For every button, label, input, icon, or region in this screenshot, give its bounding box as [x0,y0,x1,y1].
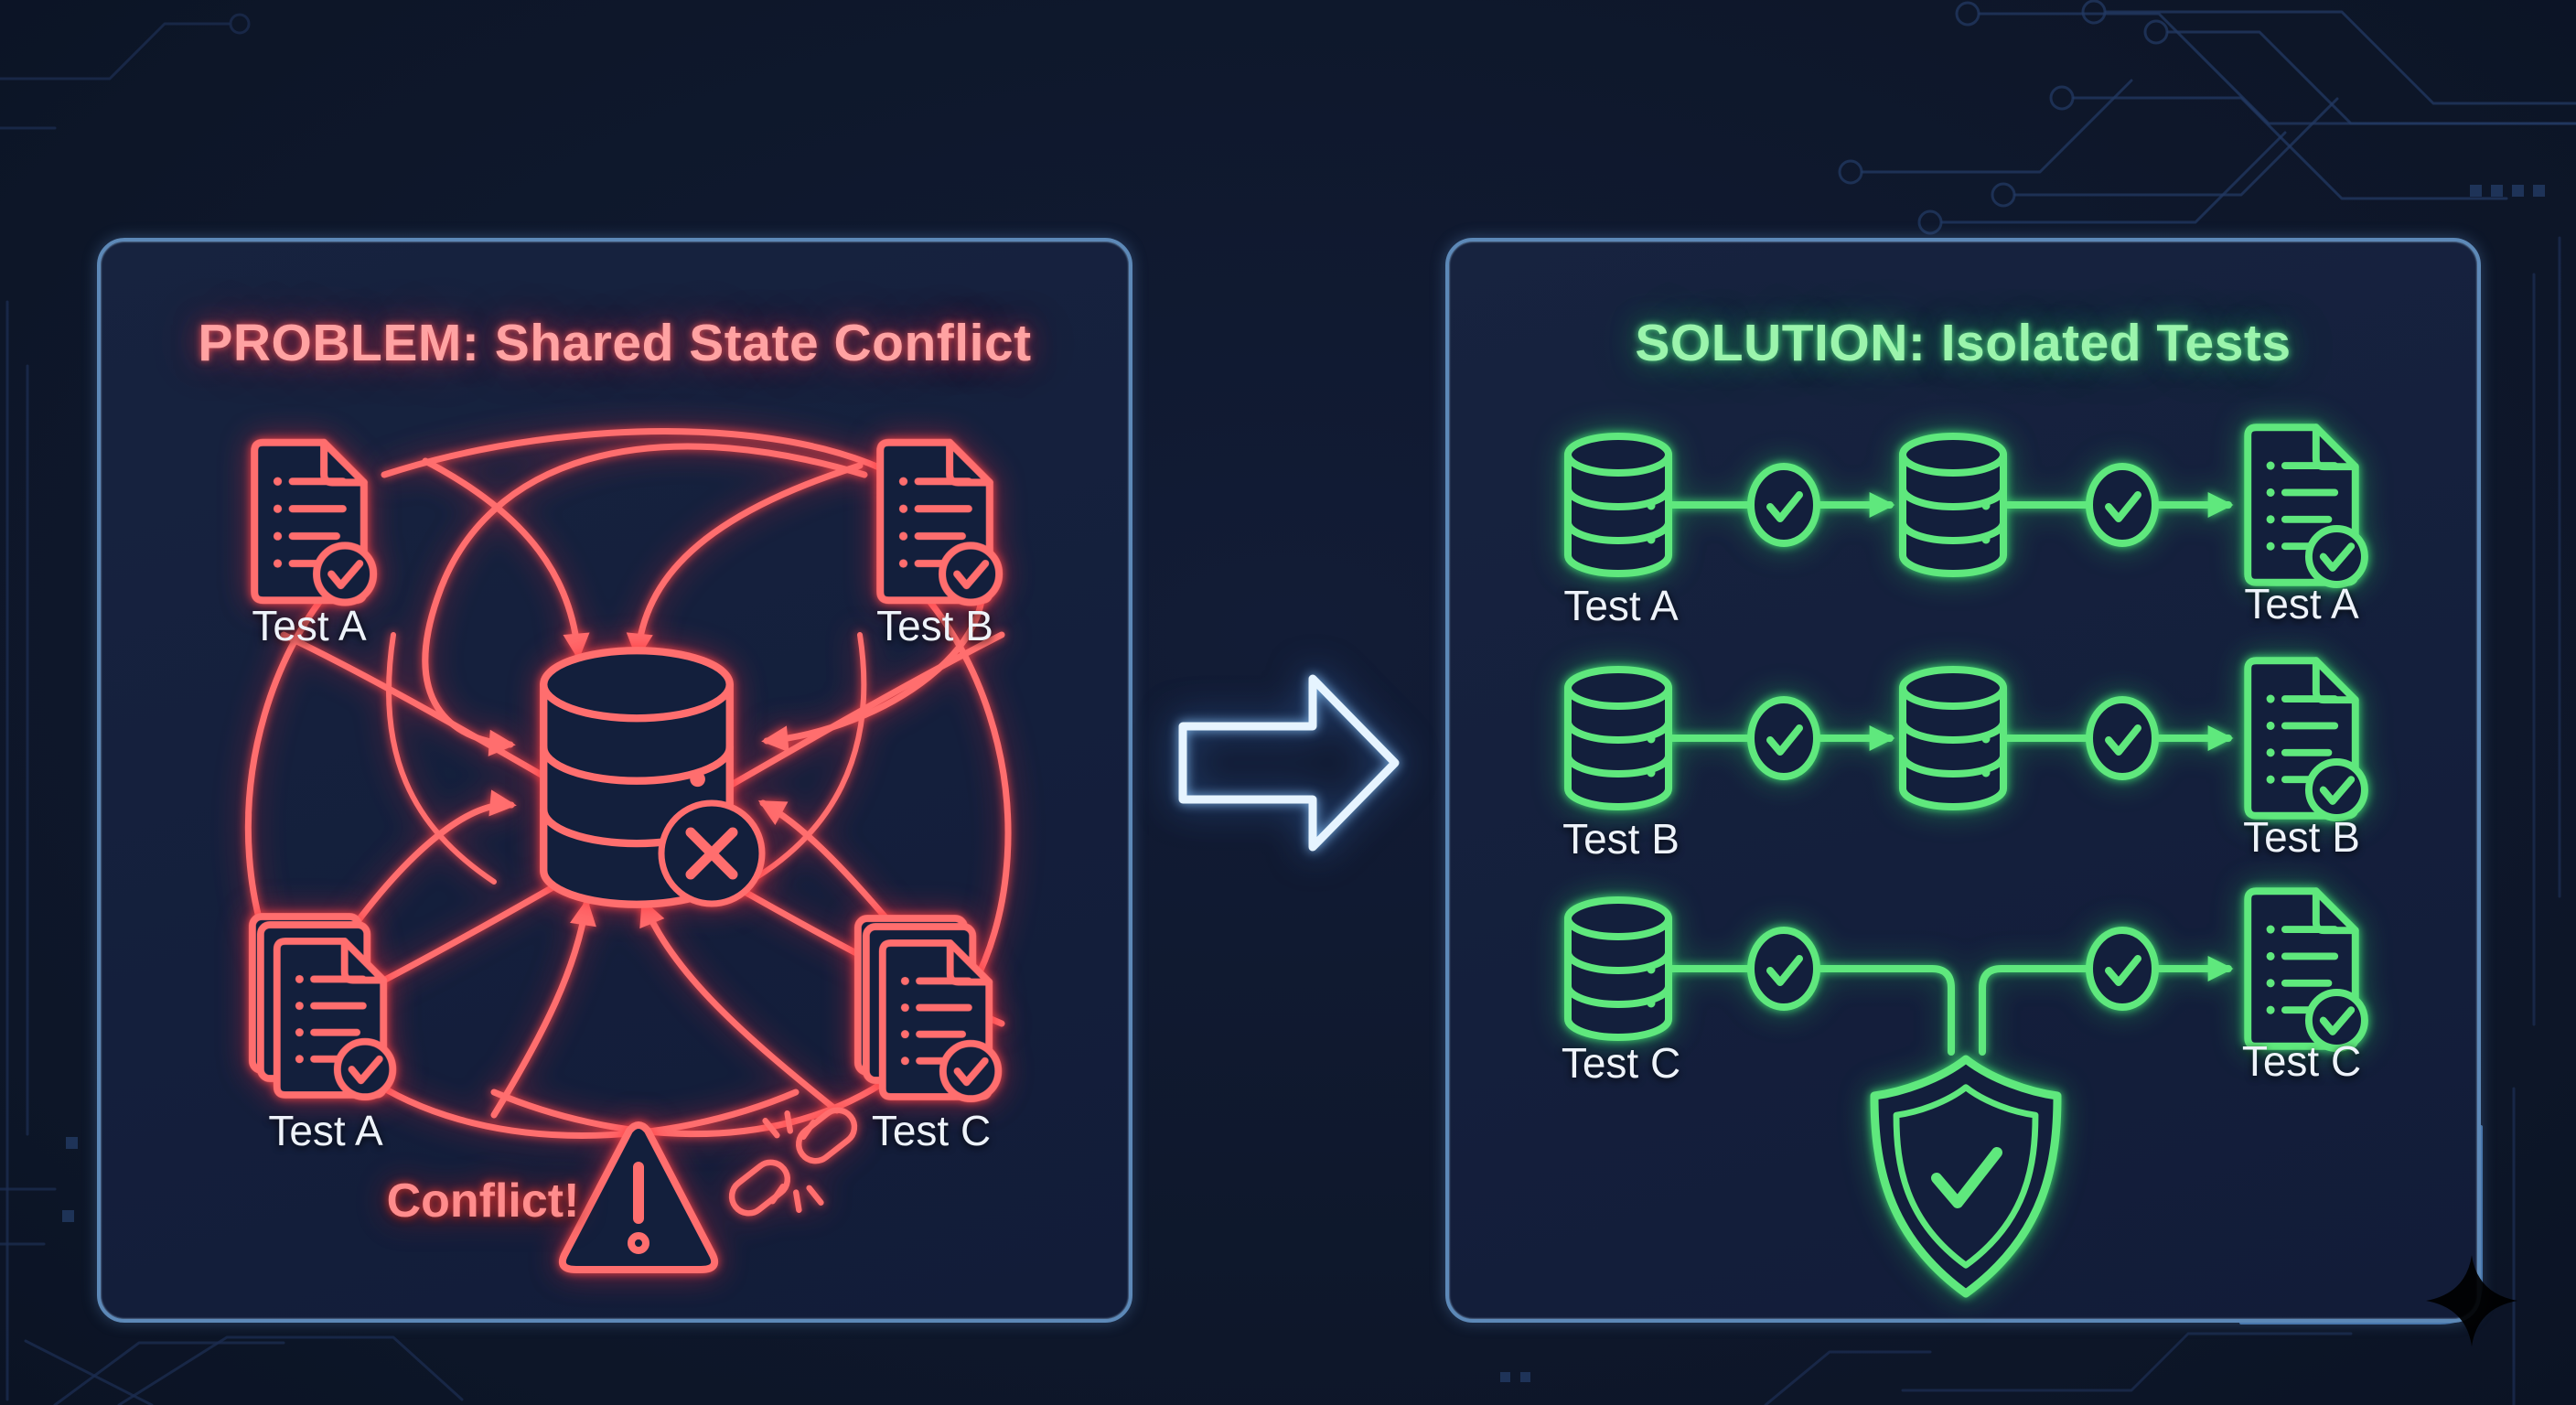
document-checklist-icon [2248,660,2365,818]
error-x-icon [661,803,762,904]
arrow-right-icon [1178,674,1400,852]
warning-triangle-icon [563,1125,714,1270]
shield-check-icon [1874,1059,2057,1293]
test-node-label: Test B [2243,813,2360,861]
check-circle-icon [1751,700,1817,777]
isolated-test-row [1568,891,2365,1056]
document-checklist-icon [880,443,999,603]
problem-panel: PROBLEM: Shared State Conflict [97,238,1132,1323]
check-circle-icon [2089,467,2155,543]
database-icon [1568,436,1669,574]
document-checklist-icon [254,443,373,603]
document-checklist-icon [2248,427,2365,585]
check-circle-icon [1751,930,1817,1007]
test-node-label: Test B [1562,815,1680,863]
test-node-label: Test A [2244,580,2359,627]
conflict-label: Conflict! [387,1174,580,1228]
problem-diagram: Test A Test B Test A Test C Conflict! [101,379,1136,1326]
test-node-label: Test A [268,1107,383,1154]
database-icon [1568,900,1669,1037]
database-icon [1903,436,2003,574]
test-node-label: Test A [1563,582,1679,629]
check-circle-icon [1751,467,1817,543]
problem-panel-title: PROBLEM: Shared State Conflict [198,314,1032,372]
test-node-label: Test A [252,602,367,649]
database-icon [1568,670,1669,807]
test-node-label: Test B [876,602,993,649]
solution-panel-title: SOLUTION: Isolated Tests [1635,314,2292,372]
circuit-traces-bottom [1500,1332,2353,1405]
stacked-documents-icon [252,917,392,1097]
test-node-label: Test C [2242,1037,2361,1085]
document-checklist-icon [2248,891,2365,1048]
test-node-label: Test C [872,1107,991,1154]
check-circle-icon [2089,700,2155,777]
isolated-test-row [1568,660,2365,818]
solution-diagram: Test A Test A Test B Test B Test C Test … [1449,379,2485,1326]
solution-panel: SOLUTION: Isolated Tests [1445,238,2481,1323]
circuit-traces-top-left [0,13,251,130]
stacked-documents-icon [858,918,998,1099]
database-icon [1903,670,2003,807]
sparkle-logo-icon [2426,1255,2517,1346]
check-circle-icon [2089,930,2155,1007]
test-node-label: Test C [1562,1039,1680,1087]
isolated-test-row [1568,427,2365,585]
